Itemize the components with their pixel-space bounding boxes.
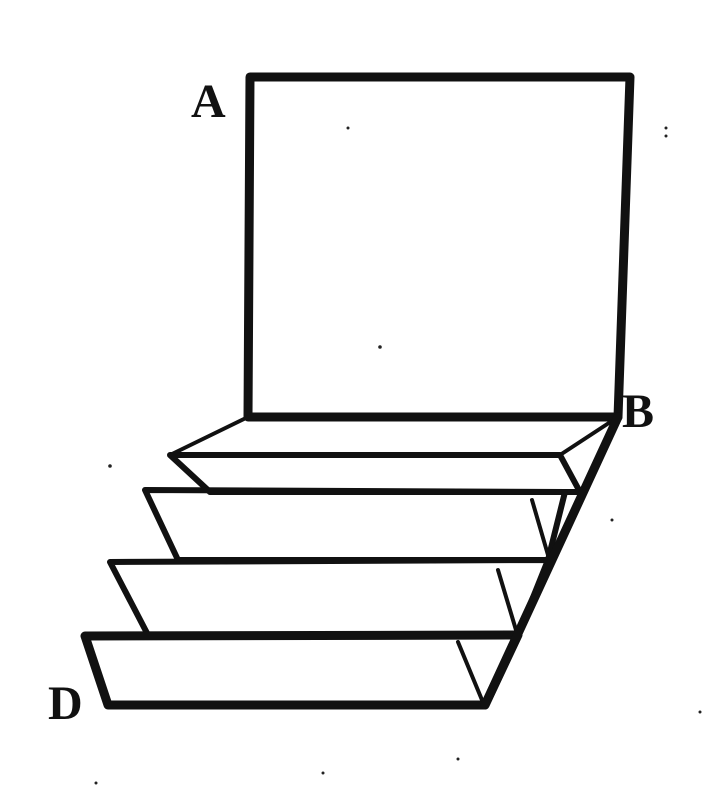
diagonal-b-to-d [480,412,623,710]
speck [456,757,460,761]
step-4 [80,630,523,710]
speck [664,126,668,130]
speck [321,771,325,775]
speck [108,464,112,468]
speck [94,781,98,785]
riser-line-1 [530,498,550,557]
speck [698,710,702,714]
riser-line-3 [456,640,484,702]
riser-line-2 [496,568,518,632]
step-1 [167,452,583,495]
point-label-b: B [622,385,655,438]
speck [346,126,350,130]
top-slanted-plane [168,415,620,457]
step-2 [142,487,568,563]
speck [378,345,382,349]
speck [610,518,614,522]
point-label-d: D [48,677,83,730]
step-3 [107,557,551,638]
upright-square [243,72,635,422]
point-label-a: A [191,75,226,128]
speck [664,134,668,138]
